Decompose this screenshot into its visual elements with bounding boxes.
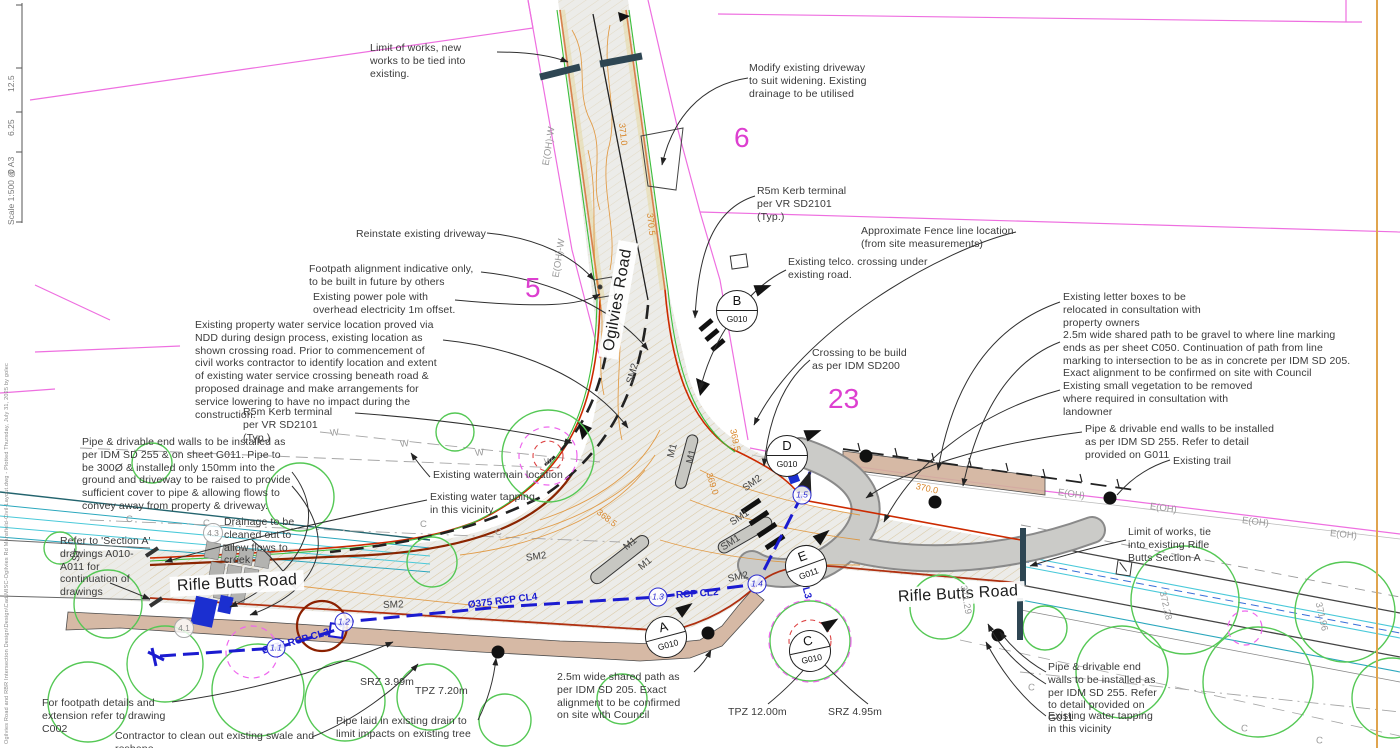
pipe-node-marker: 1.1	[266, 638, 286, 658]
lot-number: 23	[828, 383, 860, 414]
annotation-note: Crossing to be build as per IDM SD200	[812, 347, 907, 372]
annotation-note: Reinstate existing driveway	[356, 228, 486, 240]
annotation-note: Drainage to be cleaned out to allow flow…	[224, 516, 295, 567]
utility-label: C	[420, 519, 427, 530]
annotation-note: Existing small vegetation to be removed …	[1063, 380, 1253, 418]
plot-file-note: Ogilvies Road and RBR Intersection Desig…	[4, 363, 10, 744]
marker-letter: D	[767, 436, 807, 456]
annotation-note: 2.5m wide shared path to be gravel to wh…	[1063, 329, 1351, 380]
annotation-note: Existing power pole with overhead electr…	[313, 291, 456, 316]
scale-tick-label: 12.5	[6, 75, 16, 92]
annotation-note: R5m Kerb terminal per VR SD2101 (Typ.)	[243, 406, 333, 444]
scale-bar	[16, 3, 23, 223]
utility-label: SM2	[382, 599, 404, 611]
marker-sheet-ref: G010	[776, 459, 798, 469]
annotation-note: R5m Kerb terminal per VR SD2101 (Typ.)	[757, 185, 847, 223]
annotation-note: Contractor to clean out existing swale a…	[115, 730, 315, 748]
utility-label: C	[495, 527, 502, 538]
annotation-note: Existing water tapping in this vicinity	[430, 491, 535, 516]
annotation-note: Pipe & drivable end walls to be installe…	[82, 436, 291, 512]
annotation-note: Footpath alignment indicative only, to b…	[309, 263, 474, 288]
lot-number: 5	[525, 272, 541, 303]
annotation-note: SRZ 4.95m	[828, 706, 882, 718]
annotation-note: Existing trail	[1173, 455, 1232, 467]
proposed-pipe	[147, 470, 812, 667]
pipe-node-marker: 1.2	[334, 612, 354, 632]
utility-label: C	[1027, 682, 1036, 694]
annotation-note: For footpath details and extension refer…	[42, 697, 166, 735]
annotation-note: Refer to 'Section A' drawings A010-A011 …	[60, 535, 151, 599]
annotation-note: Existing letter boxes to be relocated in…	[1063, 291, 1201, 329]
annotation-note: TPZ 12.00m	[728, 706, 787, 718]
utility-label: C	[1315, 735, 1324, 747]
section-marker: B G010	[716, 279, 774, 332]
annotation-note: 2.5m wide shared path as per IDM SD 205.…	[557, 671, 681, 722]
east-utility-lines	[1020, 524, 1400, 683]
utility-label: W	[329, 427, 340, 439]
drainage-pits	[190, 594, 234, 628]
lot-number: 6	[734, 122, 750, 153]
limit-of-works-bars	[539, 52, 1026, 640]
annotation-note: Existing water tapping in this vicinity	[1048, 710, 1153, 735]
annotation-note: Limit of works, new works to be tied int…	[370, 42, 466, 80]
marker-sheet-ref: G010	[726, 314, 748, 324]
utility-label: W	[399, 438, 410, 450]
utility-label: C	[203, 518, 210, 529]
pipe-node-marker: 1.3	[648, 587, 668, 607]
scale-caption: Scale 1:500 @ A3	[6, 156, 16, 225]
section-tie-bars	[144, 546, 164, 608]
annotation-note: SRZ 3.99m	[360, 676, 414, 688]
fence-line	[842, 442, 1136, 491]
annotation-note: TPZ 7.20m	[415, 685, 468, 697]
annotation-note: Pipe & drivable end walls to be installe…	[1048, 661, 1157, 725]
pipe-node-marker: 1.5	[792, 485, 812, 505]
pipe-node-marker: 1.4	[747, 574, 767, 594]
section-marker: D G010	[766, 424, 824, 477]
utility-label: C	[1240, 723, 1249, 735]
annotation-note: Existing watermain location	[433, 469, 563, 481]
median-islands	[590, 434, 773, 585]
detail-reference: 4.3	[203, 523, 223, 543]
annotation-note: Limit of works, tie into existing Rifle …	[1128, 526, 1212, 564]
annotation-note: Existing property water service location…	[195, 319, 437, 421]
annotation-note: Existing telco. crossing under existing …	[788, 256, 928, 281]
annotation-note: Pipe & drivable end walls to be installe…	[1085, 423, 1275, 461]
annotation-note: Pipe laid in existing drain to limit imp…	[336, 715, 471, 740]
marker-letter: B	[717, 291, 757, 311]
annotation-note: Modify existing driveway to suit widenin…	[749, 62, 867, 100]
utility-label: C	[126, 514, 133, 525]
utility-label: W	[543, 456, 554, 468]
scale-tick-label: 6.25	[6, 119, 16, 136]
crossing-markings	[698, 318, 786, 551]
utility-label: W	[474, 447, 485, 459]
annotation-note: Approximate Fence line location (from si…	[861, 225, 1014, 250]
detail-reference: 4.1	[174, 618, 194, 638]
rock-symbols	[729, 253, 1133, 577]
